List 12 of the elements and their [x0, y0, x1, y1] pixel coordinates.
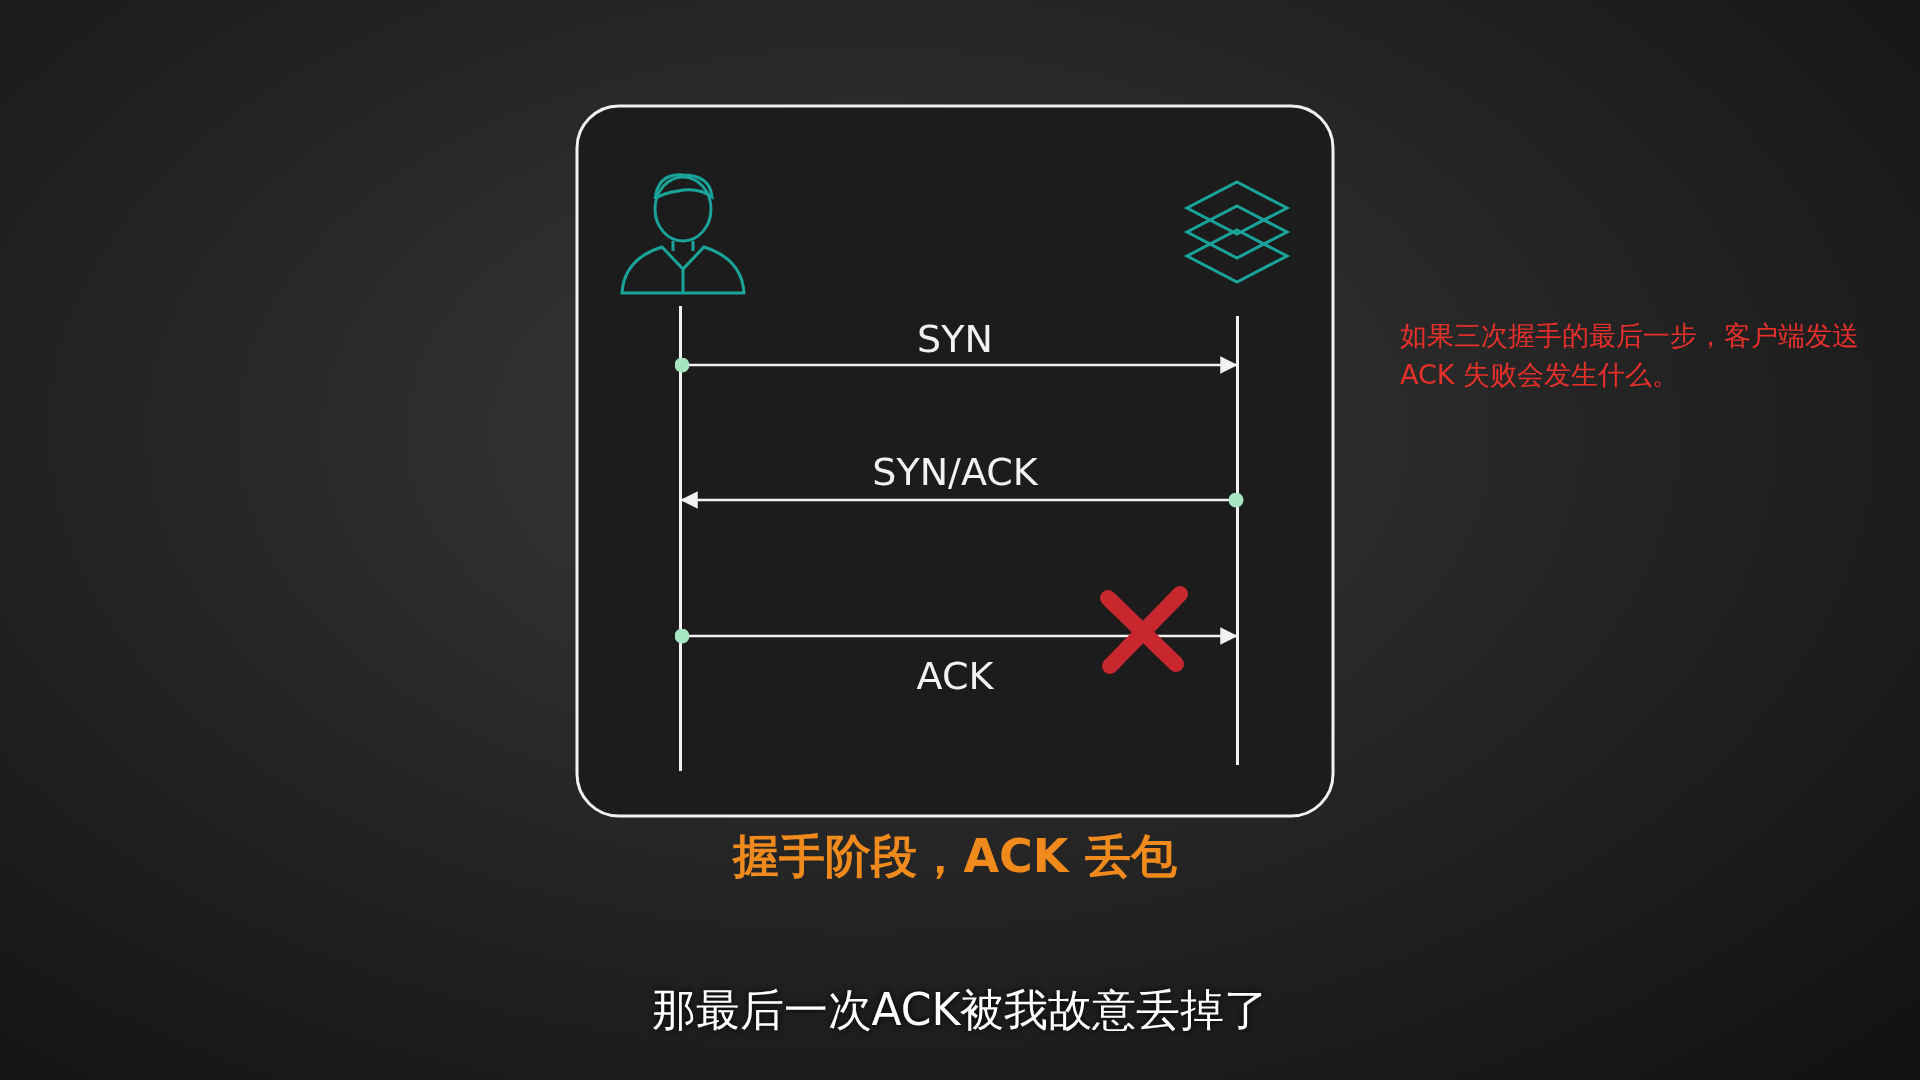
diagram-card: [575, 104, 1335, 818]
subtitle-text: 那最后一次ACK被我故意丢掉了: [650, 983, 1270, 1037]
note-text: 如果三次握手的最后一步，客户端发送 ACK 失败会发生什么。: [1400, 319, 1860, 393]
caption: 握手阶段，ACK 丢包: [731, 828, 1178, 885]
edge-label: SYN: [917, 317, 993, 361]
lifeline: [1236, 316, 1239, 765]
arrow: [674, 356, 1238, 374]
edge-label: ACK: [916, 654, 994, 698]
lifeline: [679, 306, 682, 771]
arrow: [674, 627, 1238, 645]
arrow: [680, 491, 1244, 509]
edge-label: SYN/ACK: [872, 450, 1038, 494]
